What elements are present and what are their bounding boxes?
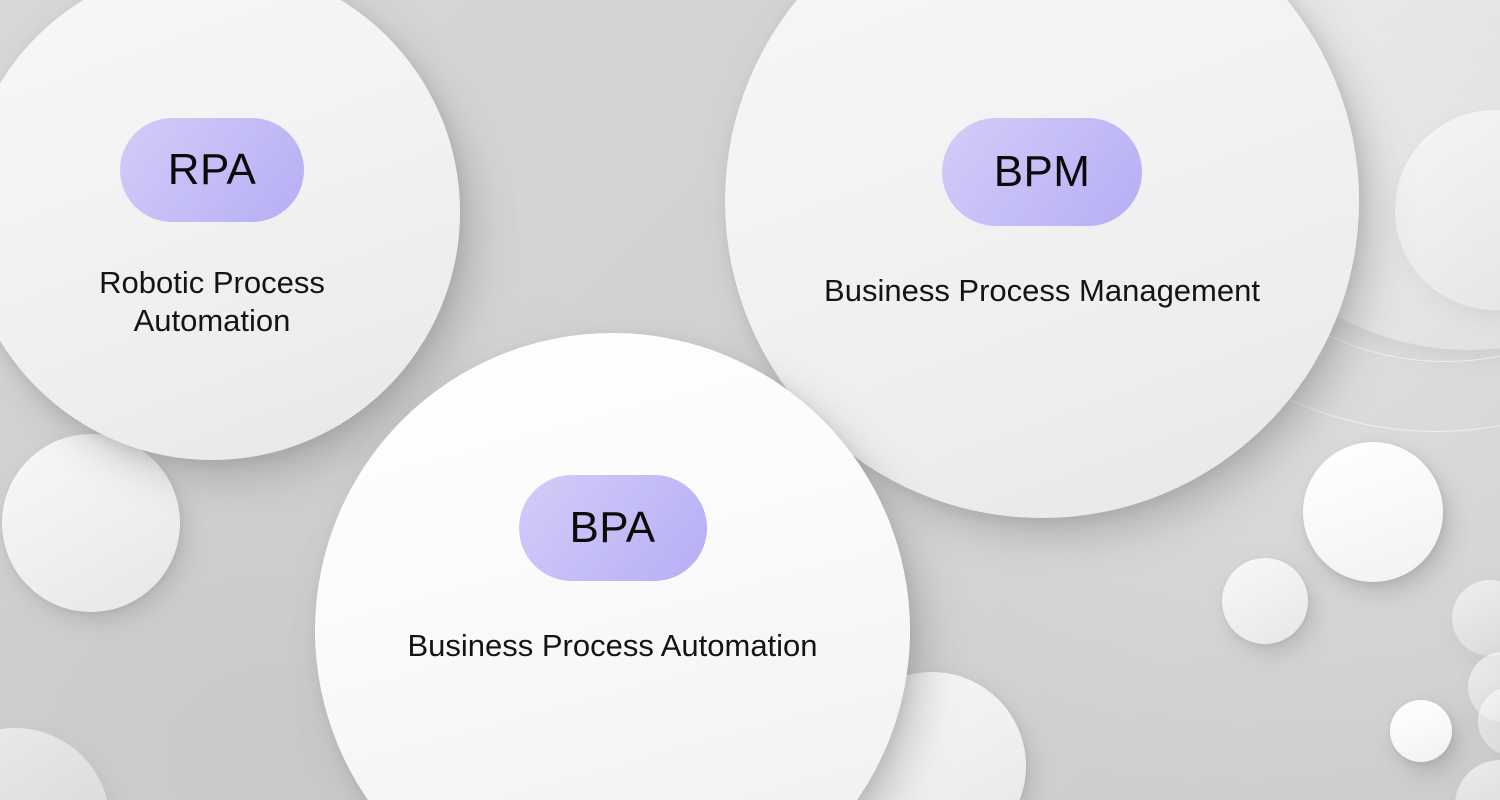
decor-disc-right-edge-upper xyxy=(1452,580,1500,656)
badge-rpa[interactable]: RPA xyxy=(120,118,304,222)
decor-disc-left-lower xyxy=(2,434,180,612)
decor-disc-right-mid-large xyxy=(1303,442,1443,582)
badge-label-bpa: BPA xyxy=(569,503,656,552)
decor-disc-right-mid-small xyxy=(1222,558,1308,644)
decor-disc-right-edge-stack-b xyxy=(1478,686,1500,756)
decor-disc-bottom-left-partial xyxy=(0,728,110,800)
badge-label-rpa: RPA xyxy=(167,145,257,194)
concept-fullname-rpa: Robotic Process Automation xyxy=(99,265,325,338)
badge-bpm[interactable]: BPM xyxy=(942,118,1142,226)
concept-fullname-bpa: Business Process Automation xyxy=(407,628,818,663)
badge-bpa[interactable]: BPA xyxy=(518,475,707,581)
concept-fullname-bpm: Business Process Management xyxy=(824,273,1260,308)
badge-label-bpm: BPM xyxy=(993,147,1091,196)
decor-disc-right-bottom-corner xyxy=(1455,760,1500,800)
concept-circle-rpa[interactable]: RPA Robotic Process Automation xyxy=(0,0,460,460)
concept-circle-bpa[interactable]: BPA Business Process Automation xyxy=(315,333,910,800)
decor-disc-right-edge-small xyxy=(1390,700,1452,762)
